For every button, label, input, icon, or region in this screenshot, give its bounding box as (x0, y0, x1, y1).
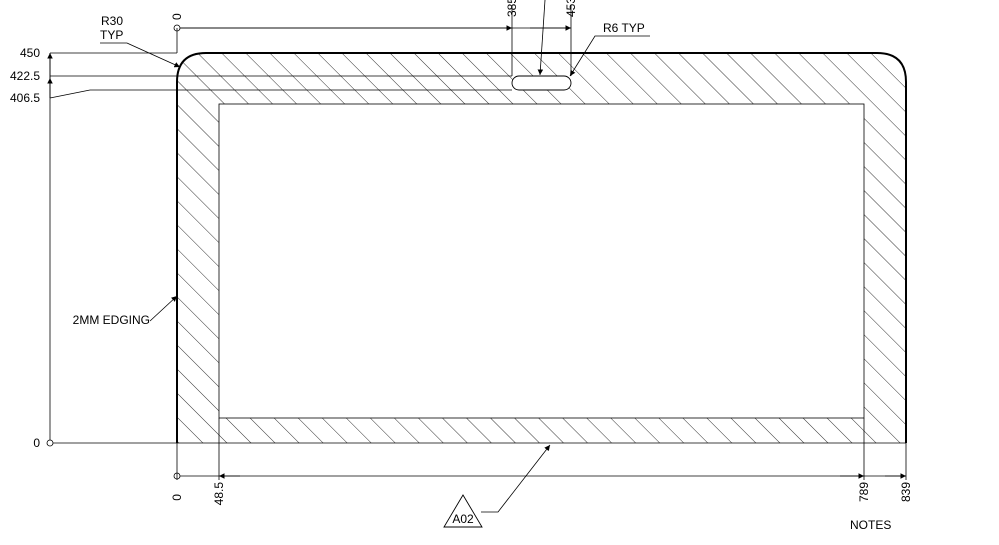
revision-triangle (443, 494, 483, 528)
dim-label-450: 450 (20, 46, 40, 60)
slot (511, 75, 572, 91)
revision-leader (481, 444, 551, 513)
dim-origin-left (46, 439, 54, 447)
dim-label-453: 453 (564, 0, 578, 17)
dim-label-789: 789 (857, 482, 871, 502)
dim-label-0-bottom: 0 (170, 494, 184, 501)
edging-leader (149, 295, 178, 322)
dim-label-839: 839 (899, 482, 913, 502)
slot-center-leader (537, 0, 546, 76)
dim-label-0-vertical: 0 (33, 436, 40, 450)
dim-label-48-5: 48.5 (212, 482, 226, 506)
r6-leader (569, 35, 650, 77)
notes-label: NOTES (850, 518, 891, 532)
panel-outline (176, 52, 907, 443)
r30-label-line1: R30 (101, 14, 123, 28)
hatched-frame (177, 53, 906, 443)
inner-opening (218, 103, 865, 419)
revision-label: A02 (452, 512, 474, 526)
dim-label-406-5: 406.5 (10, 91, 40, 105)
dim-leader-406 (49, 89, 91, 99)
dim-label-422-5: 422.5 (10, 69, 40, 83)
r6-label: R6 TYP (603, 21, 645, 35)
r30-leader (100, 42, 181, 68)
dim-label-0-top: 0 (170, 13, 184, 20)
dim-label-385: 385 (505, 0, 519, 17)
r30-label-line2: TYP (100, 28, 123, 42)
edging-label: 2MM EDGING (73, 313, 150, 327)
